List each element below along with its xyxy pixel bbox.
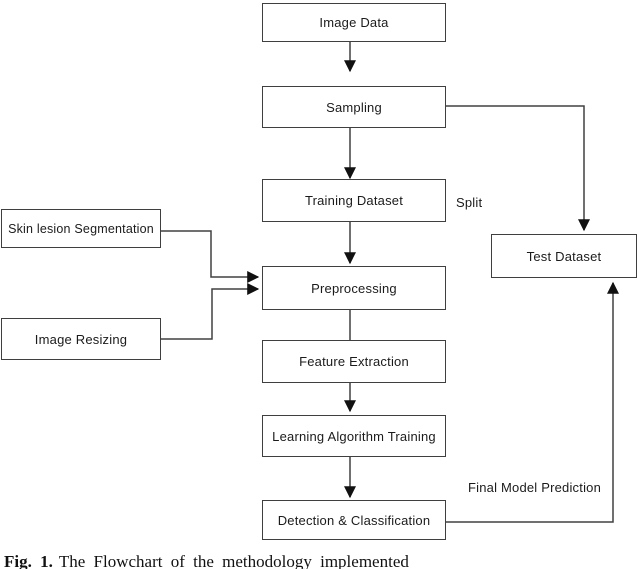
node-test-dataset: Test Dataset [491, 234, 637, 278]
caption-figure-number: Fig. 1. [4, 552, 53, 569]
edge-label-split: Split [456, 195, 483, 210]
arrow-group [161, 42, 619, 523]
arrow-sampling-testdataset [446, 105, 590, 232]
arrow-segmentation-preprocessing [161, 230, 260, 283]
node-image-data: Image Data [262, 3, 446, 42]
node-detection-classification: Detection & Classification [262, 500, 446, 540]
node-image-resizing: Image Resizing [1, 318, 161, 360]
arrow-resizing-preprocessing [161, 283, 260, 340]
figure-caption: Fig. 1. The Flowchart of the methodology … [4, 552, 409, 569]
node-sampling: Sampling [262, 86, 446, 128]
node-feature-extraction: Feature Extraction [262, 340, 446, 383]
caption-text: The Flowchart of the methodology impleme… [58, 552, 409, 569]
edge-label-final-model-prediction: Final Model Prediction [468, 480, 602, 495]
node-training-dataset: Training Dataset [262, 179, 446, 222]
node-learning-algorithm-training: Learning Algorithm Training [262, 415, 446, 457]
arrow-detection-testdataset [446, 281, 619, 523]
node-preprocessing: Preprocessing [262, 266, 446, 310]
node-skin-lesion-segmentation: Skin lesion Segmentation [1, 209, 161, 248]
